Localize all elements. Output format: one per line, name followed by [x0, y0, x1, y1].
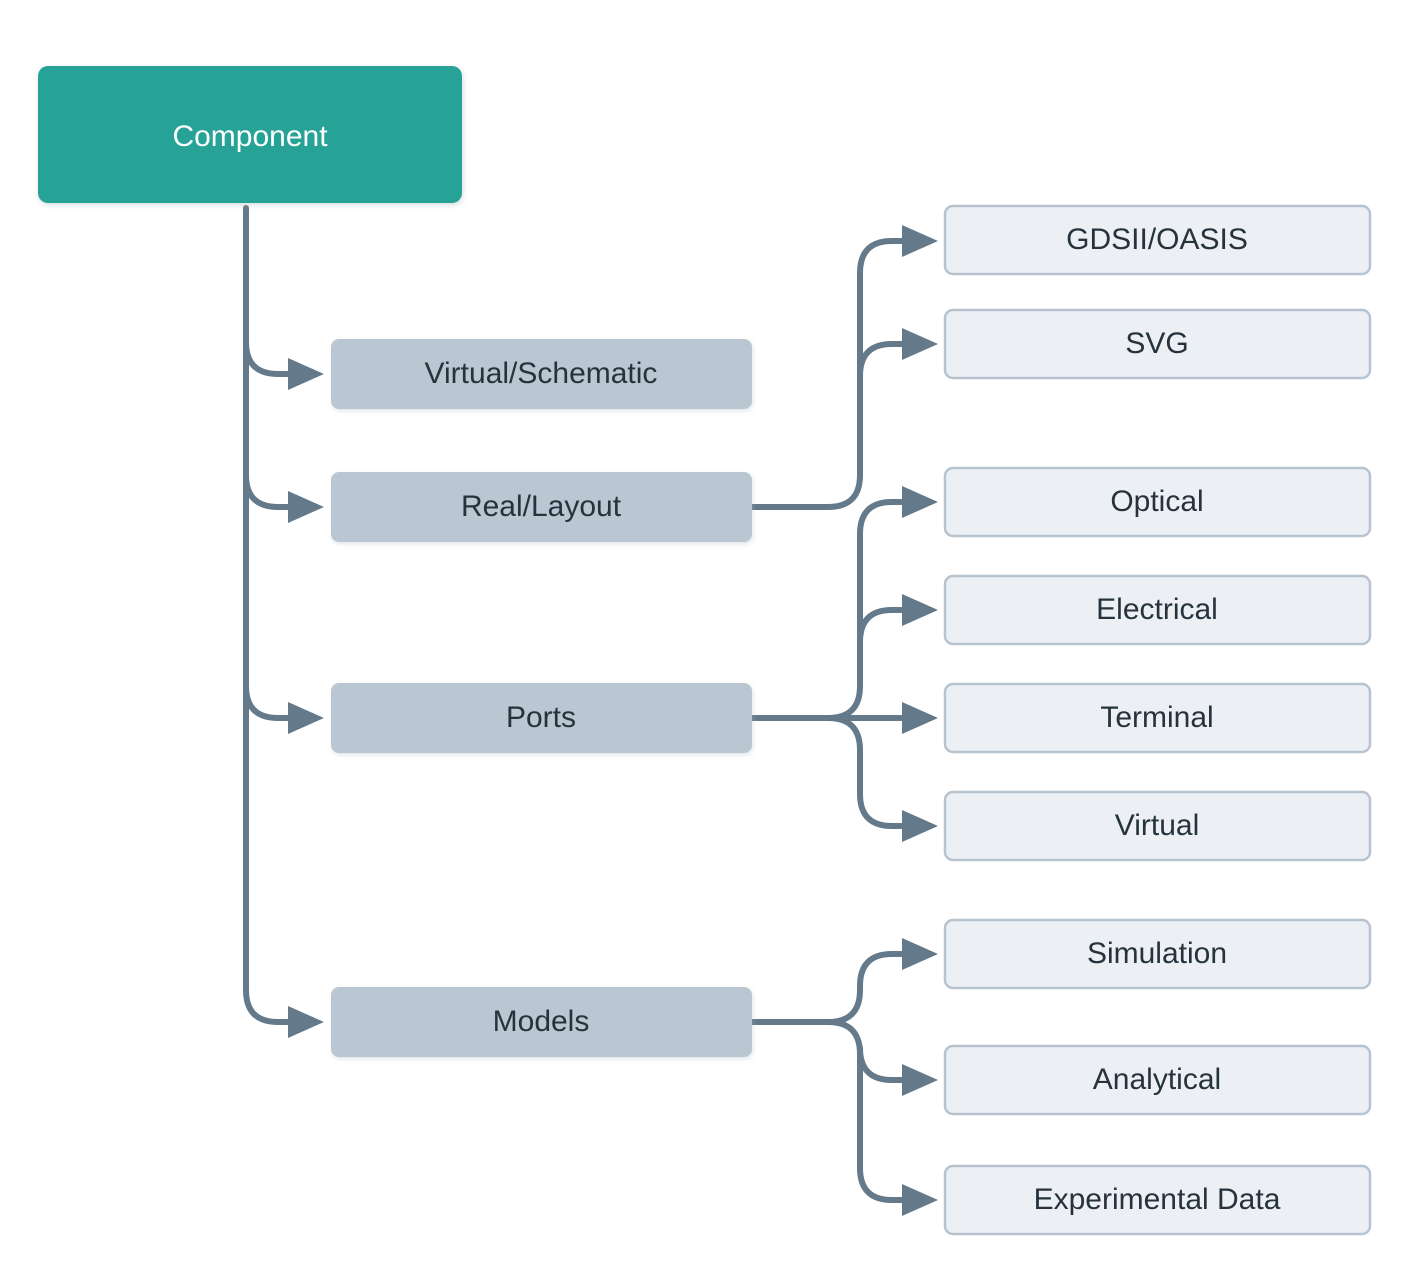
node-experimental-data-box[interactable] [943, 1164, 1372, 1236]
edge-models-to-analytical [857, 1045, 905, 1083]
edge-root-to-virtual-schematic [243, 339, 291, 377]
node-component[interactable]: Component [38, 66, 462, 203]
node-terminal-box[interactable] [943, 682, 1372, 754]
node-ports-box[interactable] [331, 683, 752, 753]
node-analytical[interactable]: Analytical [943, 1044, 1372, 1116]
node-optical-label: Optical [1110, 485, 1203, 518]
node-terminal[interactable]: Terminal [943, 682, 1372, 754]
edge-root-to-ports [243, 683, 291, 721]
node-real-layout-box[interactable] [331, 472, 752, 542]
edge-models-stem-up [749, 951, 905, 1025]
edge-real-layout-stem [749, 238, 905, 510]
arrowhead-gdsii-oasis [902, 225, 938, 257]
node-analytical-box[interactable] [943, 1044, 1372, 1116]
node-electrical-label: Electrical [1096, 593, 1218, 626]
node-simulation-box[interactable] [943, 918, 1372, 990]
node-simulation-label: Simulation [1087, 937, 1227, 970]
node-ports[interactable]: Ports [331, 683, 752, 753]
arrowhead-experimental-data [902, 1184, 938, 1216]
node-models-label: Models [493, 1005, 590, 1038]
node-virtual-label: Virtual [1115, 809, 1200, 842]
node-svg-box[interactable] [943, 308, 1372, 380]
arrowhead-models [288, 1006, 324, 1038]
node-virtual-schematic-label: Virtual/Schematic [425, 357, 658, 390]
connector-layer [243, 205, 938, 1216]
node-gdsii-oasis[interactable]: GDSII/OASIS [943, 204, 1372, 276]
node-svg[interactable]: SVG [943, 308, 1372, 380]
edge-models-stem-down [825, 1019, 905, 1203]
edge-ports-to-virtual [825, 715, 905, 829]
arrowhead-optical [902, 486, 938, 518]
edge-root-trunk [243, 205, 291, 1025]
node-optical[interactable]: Optical [943, 466, 1372, 538]
node-component-box[interactable] [38, 66, 462, 203]
node-virtual-schematic-box[interactable] [331, 339, 752, 409]
edge-real-layout-to-svg [857, 341, 905, 379]
node-real-layout[interactable]: Real/Layout [331, 472, 752, 542]
arrowhead-ports [288, 702, 324, 734]
arrowhead-terminal [902, 702, 938, 734]
node-virtual-box[interactable] [943, 790, 1372, 862]
arrowhead-virtual [902, 810, 938, 842]
node-electrical[interactable]: Electrical [943, 574, 1372, 646]
node-gdsii-oasis-label: GDSII/OASIS [1066, 223, 1248, 256]
node-experimental-data-label: Experimental Data [1034, 1183, 1281, 1216]
node-electrical-box[interactable] [943, 574, 1372, 646]
node-analytical-label: Analytical [1093, 1063, 1221, 1096]
node-virtual-schematic[interactable]: Virtual/Schematic [331, 339, 752, 409]
node-virtual[interactable]: Virtual [943, 790, 1372, 862]
arrowhead-svg [902, 328, 938, 360]
node-terminal-label: Terminal [1100, 701, 1213, 734]
arrowhead-real-layout [288, 491, 324, 523]
arrowhead-simulation [902, 938, 938, 970]
node-svg-label: SVG [1125, 327, 1188, 360]
node-real-layout-label: Real/Layout [461, 490, 622, 523]
node-component-label: Component [172, 120, 328, 153]
node-models[interactable]: Models [331, 987, 752, 1057]
edge-root-to-real-layout [243, 472, 291, 510]
arrowhead-virtual-schematic [288, 358, 324, 390]
node-simulation[interactable]: Simulation [943, 918, 1372, 990]
node-gdsii-oasis-box[interactable] [943, 204, 1372, 276]
arrowhead-electrical [902, 594, 938, 626]
node-models-box[interactable] [331, 987, 752, 1057]
node-experimental-data[interactable]: Experimental Data [943, 1164, 1372, 1236]
edge-ports-to-electrical [857, 607, 905, 645]
arrowhead-analytical [902, 1064, 938, 1096]
node-ports-label: Ports [506, 701, 576, 734]
node-optical-box[interactable] [943, 466, 1372, 538]
